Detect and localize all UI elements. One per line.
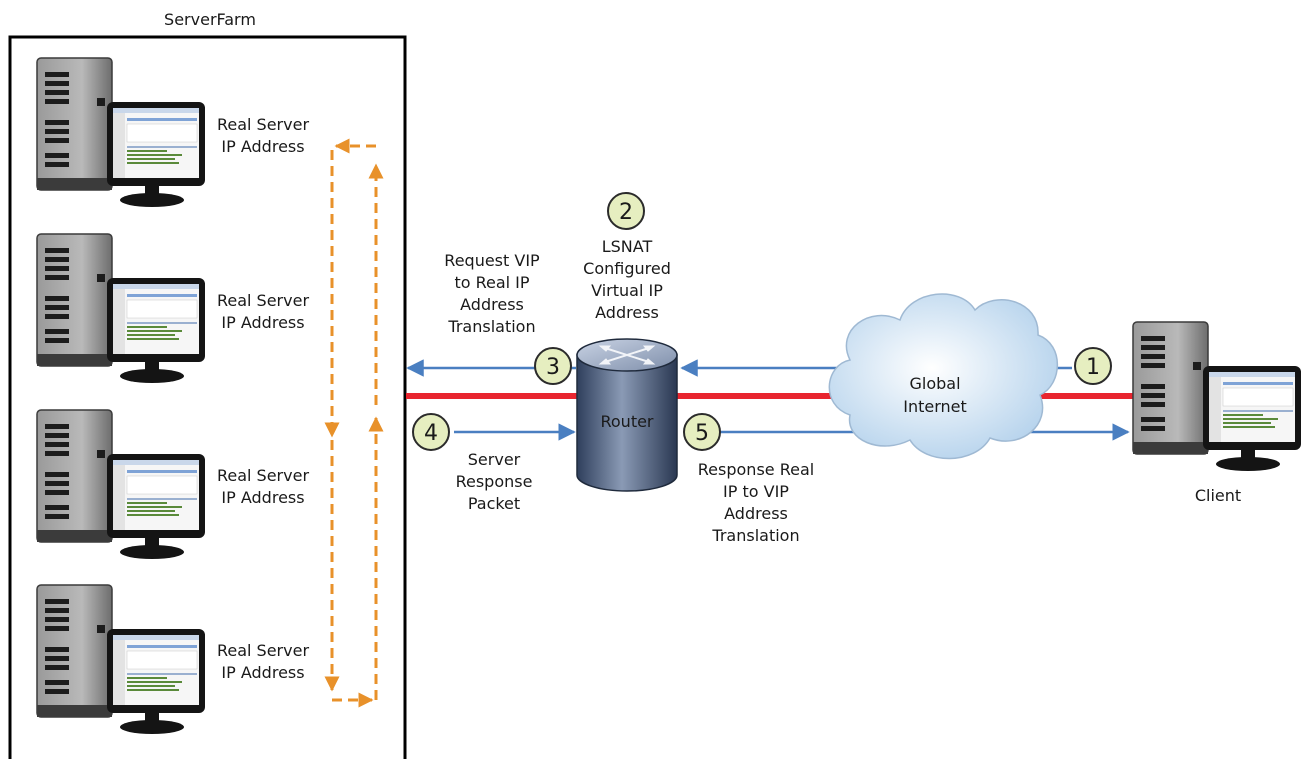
- step-2-description: LSNAT Configured Virtual IP Address: [583, 237, 671, 322]
- svg-text:Configured: Configured: [583, 259, 671, 278]
- step-3-number: 3: [546, 355, 560, 380]
- global-internet-cloud: Global Internet: [828, 293, 1059, 460]
- real-server-label-line2: IP Address: [221, 137, 304, 156]
- step-2-number: 2: [619, 200, 633, 225]
- real-server-3: Real Server IP Address: [36, 409, 309, 560]
- svg-text:Address: Address: [460, 295, 524, 314]
- svg-text:Virtual IP: Virtual IP: [591, 281, 663, 300]
- cloud-label-line1: Global: [909, 374, 960, 393]
- server-computer-icon: [36, 584, 206, 735]
- step-4-number: 4: [424, 421, 438, 446]
- step-5-badge: [683, 413, 721, 451]
- step-3-badge: [534, 347, 572, 385]
- svg-text:Response Real: Response Real: [698, 460, 814, 479]
- step-4-badge: [412, 413, 450, 451]
- server-computer-icon: [36, 409, 206, 560]
- internal-flow-arrows: [324, 138, 384, 708]
- svg-text:Request VIP: Request VIP: [444, 251, 540, 270]
- server-computer-icon: [36, 57, 206, 208]
- step-1-badge: [1074, 347, 1112, 385]
- server-farm-title: ServerFarm: [164, 10, 256, 29]
- step-1-number: 1: [1086, 355, 1100, 380]
- real-server-2: Real Server IP Address: [36, 233, 309, 384]
- real-server-1: Real Server IP Address: [36, 57, 309, 208]
- svg-text:Response: Response: [456, 472, 533, 491]
- cloud-label-line2: Internet: [903, 397, 967, 416]
- svg-text:Address: Address: [724, 504, 788, 523]
- step-4-description: Server Response Packet: [456, 450, 533, 513]
- real-server-label-line1: Real Server: [217, 466, 309, 485]
- real-server-label-line2: IP Address: [221, 663, 304, 682]
- router-label: Router: [600, 412, 653, 431]
- real-server-label-line1: Real Server: [217, 641, 309, 660]
- svg-text:Packet: Packet: [468, 494, 520, 513]
- client-computer: Client: [1132, 321, 1302, 505]
- router: Router: [576, 338, 678, 492]
- server-computer-icon: [36, 233, 206, 384]
- svg-text:IP to VIP: IP to VIP: [723, 482, 789, 501]
- svg-text:Address: Address: [595, 303, 659, 322]
- client-computer-icon: [1132, 321, 1302, 472]
- step-3-description: Request VIP to Real IP Address Translati…: [444, 251, 540, 336]
- svg-text:Translation: Translation: [711, 526, 799, 545]
- real-server-label-line2: IP Address: [221, 313, 304, 332]
- svg-text:to Real IP: to Real IP: [454, 273, 529, 292]
- svg-text:Translation: Translation: [447, 317, 535, 336]
- step-5-number: 5: [695, 421, 709, 446]
- real-server-label-line1: Real Server: [217, 115, 309, 134]
- router-arrows-icon: [598, 345, 656, 365]
- real-server-4: Real Server IP Address: [36, 584, 309, 735]
- svg-text:Server: Server: [468, 450, 521, 469]
- server-farm-box: [8, 35, 407, 763]
- svg-text:LSNAT: LSNAT: [602, 237, 653, 256]
- client-label: Client: [1195, 486, 1241, 505]
- real-server-label-line2: IP Address: [221, 488, 304, 507]
- real-server-label-line1: Real Server: [217, 291, 309, 310]
- step-5-description: Response Real IP to VIP Address Translat…: [698, 460, 814, 545]
- step-2-badge: [607, 192, 645, 230]
